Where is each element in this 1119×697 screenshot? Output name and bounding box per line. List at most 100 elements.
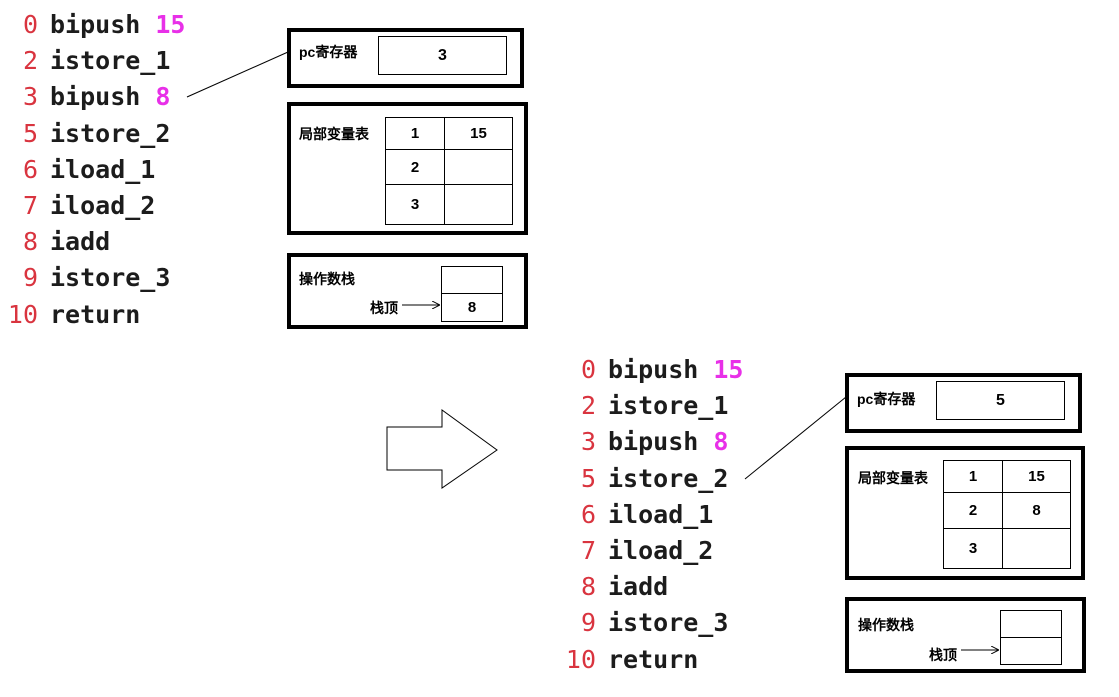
bytecode-line: 0 bipush 15 [0, 7, 186, 43]
opcode: return [608, 644, 699, 674]
slot-value [444, 184, 513, 225]
bytecode-line: 10 return [0, 297, 185, 333]
line-number: 3 [580, 427, 596, 457]
bytecode-line: 8 iadd [0, 224, 185, 260]
operand-stack: 8 [441, 266, 503, 322]
operand: 15 [713, 355, 744, 384]
opcode: iload_1 [50, 154, 156, 184]
opcode: iadd [50, 227, 111, 257]
operand-stack-box-before: 操作数栈 栈顶 8 [287, 253, 528, 329]
line-number: 10 [565, 644, 596, 674]
local-variable-table: 1 15 2 3 [385, 117, 513, 225]
bytecode-line: 3 bipush 8 [0, 79, 185, 115]
opcode: iadd [608, 572, 669, 602]
opcode: istore_2 [608, 463, 729, 493]
opcode: iload_2 [608, 535, 714, 565]
line-number: 9 [22, 263, 38, 293]
opcode: istore_3 [50, 263, 171, 293]
line-number: 7 [22, 190, 38, 220]
slot-index: 2 [385, 149, 445, 185]
line-number: 5 [580, 463, 596, 493]
opcode: iload_1 [608, 499, 714, 529]
bytecode-line: 2 istore_1 [0, 43, 185, 79]
local-variable-table: 1 15 2 8 3 [943, 460, 1071, 569]
table-row: 3 [385, 184, 513, 225]
bytecode-line: 6 iload_1 [0, 152, 185, 188]
bytecode-line: 10 return [558, 642, 743, 678]
operand-stack-label: 操作数栈 [299, 271, 355, 287]
local-variable-table-box-after: 局部变量表 1 15 2 8 3 [845, 446, 1085, 580]
local-variable-table-box-before: 局部变量表 1 15 2 3 [287, 102, 528, 235]
slot-value [444, 149, 513, 185]
slot-index: 3 [385, 184, 445, 225]
bytecode-line: 0 bipush 15 [558, 352, 744, 388]
operand: 15 [155, 10, 186, 39]
opcode: bipush [608, 355, 714, 384]
line-number: 9 [580, 608, 596, 638]
line-number: 2 [22, 46, 38, 76]
operand-stack-box-after: 操作数栈 栈顶 [845, 597, 1086, 673]
line-number: 8 [22, 227, 38, 257]
table-row: 2 [385, 149, 513, 185]
opcode: return [50, 299, 141, 329]
bytecode-line: 2 istore_1 [558, 388, 743, 424]
pc-register-label: pc寄存器 [299, 44, 358, 60]
pc-pointer-line-after [744, 396, 847, 480]
bytecode-line: 5 istore_2 [558, 461, 743, 497]
opcode: bipush [608, 427, 714, 457]
line-number: 6 [22, 154, 38, 184]
opcode: istore_2 [50, 118, 171, 148]
bytecode-line: 3 bipush 8 [558, 424, 743, 460]
local-variable-table-label: 局部变量表 [858, 470, 928, 486]
opcode: bipush [50, 82, 156, 112]
pc-register-box-before: pc寄存器 3 [287, 28, 524, 88]
local-variable-table-label: 局部变量表 [299, 126, 369, 142]
bytecode-line: 9 istore_3 [558, 605, 743, 641]
slot-value: 15 [444, 117, 513, 150]
line-number: 5 [22, 118, 38, 148]
line-number: 0 [22, 10, 38, 39]
stack-top-label: 栈顶 [929, 647, 957, 663]
line-number: 3 [22, 82, 38, 112]
line-number: 8 [580, 572, 596, 602]
bytecode-line: 5 istore_2 [0, 116, 185, 152]
transition-arrow-icon [386, 409, 498, 489]
operand-stack-label: 操作数栈 [858, 617, 914, 633]
bytecode-line: 7 iload_2 [558, 533, 743, 569]
pc-register-box-after: pc寄存器 5 [845, 373, 1082, 433]
opcode: istore_1 [608, 391, 729, 421]
stack-top-label: 栈顶 [370, 300, 398, 316]
slot-index: 1 [385, 117, 445, 150]
bytecode-line: 7 iload_2 [0, 188, 185, 224]
line-number: 7 [580, 535, 596, 565]
slot-value [1002, 528, 1071, 569]
operand: 8 [713, 427, 729, 457]
table-row: 1 15 [943, 460, 1071, 493]
line-number: 0 [580, 355, 596, 384]
opcode: iload_2 [50, 190, 156, 220]
line-number: 2 [580, 391, 596, 421]
table-row: 1 15 [385, 117, 513, 150]
operand: 8 [155, 82, 171, 112]
stack-slot: 8 [467, 299, 477, 316]
pc-register-value: 5 [936, 381, 1065, 420]
pc-register-label: pc寄存器 [857, 391, 916, 407]
line-number: 6 [580, 499, 596, 529]
line-number: 10 [7, 299, 38, 329]
opcode: istore_1 [50, 46, 171, 76]
bytecode-line: 9 istore_3 [0, 260, 185, 296]
pc-pointer-line-before [186, 51, 289, 98]
operand-stack [1000, 610, 1062, 665]
pc-register-value: 3 [378, 36, 507, 75]
slot-value: 15 [1002, 460, 1071, 493]
stack-slot [1001, 611, 1061, 638]
opcode: istore_3 [608, 608, 729, 638]
bytecode-line: 6 iload_1 [558, 497, 743, 533]
bytecode-listing-after: 0 bipush 15 2 istore_1 3 bipush 8 5 istore_2… [558, 352, 744, 678]
opcode: bipush [50, 10, 156, 39]
bytecode-line: 8 iadd [558, 569, 743, 605]
table-row: 3 [943, 528, 1071, 569]
bytecode-listing-before: 0 bipush 15 2 istore_1 3 bipush 8 5 istore_2… [0, 7, 186, 333]
stack-slot [442, 267, 502, 294]
